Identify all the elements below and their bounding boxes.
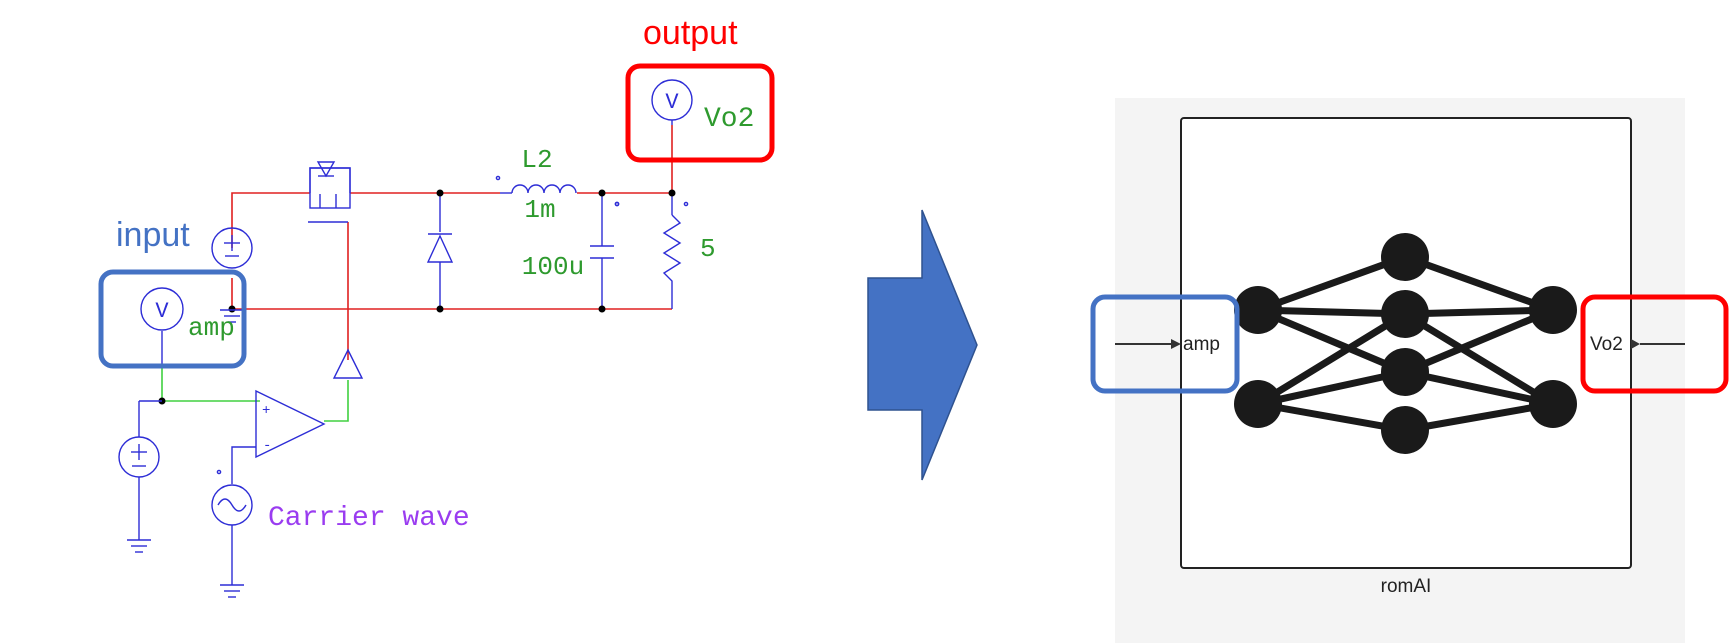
input-voltmeter-icon: V: [140, 287, 184, 331]
neuron: [1234, 286, 1282, 334]
dc-source-icon: [211, 227, 253, 323]
rom-block-frame[interactable]: [1180, 117, 1632, 569]
svg-text:-: -: [263, 438, 271, 454]
output-voltmeter-symbol: V: [665, 90, 679, 115]
input-meter-name: amp: [188, 313, 235, 343]
reference-source-icon: [118, 400, 162, 553]
gate-buffer-icon: [332, 348, 364, 379]
output-port[interactable]: Vo2: [1590, 334, 1685, 355]
output-callout-label: output: [643, 14, 738, 52]
input-highlight-box: [98, 269, 247, 369]
neuron: [1529, 286, 1577, 334]
input-callout-label: input: [116, 216, 190, 254]
carrier-source-icon: [211, 469, 253, 598]
output-voltmeter-icon: V: [651, 79, 693, 125]
resistor-icon: [662, 201, 689, 288]
neuron: [1529, 380, 1577, 428]
inductor-icon: [495, 175, 577, 194]
output-port-label: Vo2: [1590, 334, 1623, 355]
neuron: [1381, 406, 1429, 454]
neuron: [1234, 380, 1282, 428]
junction-dots: [158, 189, 676, 405]
capacitor-icon: [590, 201, 620, 259]
inductor-value: 1m: [524, 195, 555, 225]
output-highlight-box: [625, 63, 775, 163]
input-port-label: amp: [1183, 334, 1220, 355]
inductor-name: L2: [521, 145, 552, 175]
network-neurons: [1234, 233, 1577, 454]
circuit-schematic: V V + -: [98, 14, 775, 598]
rom-block-panel: amp Vo2 romAI: [1090, 98, 1729, 643]
control-wires: [161, 365, 349, 422]
capacitor-value: 100u: [522, 252, 584, 282]
mosfet-switch-icon: [308, 161, 351, 223]
svg-text:+: +: [262, 403, 270, 419]
signal-wires: [161, 193, 673, 365]
network-connections: [1254, 253, 1557, 434]
rom-output-highlight-box: [1580, 294, 1729, 394]
neuron: [1381, 290, 1429, 338]
output-meter-name: Vo2: [704, 104, 754, 135]
rom-block-name: romAI: [1381, 576, 1432, 597]
neuron: [1381, 348, 1429, 396]
carrier-wave-label: Carrier wave: [268, 503, 470, 534]
input-port[interactable]: amp: [1115, 334, 1220, 355]
resistor-value: 5: [700, 234, 716, 264]
conversion-arrow-icon: [867, 209, 978, 481]
power-wires: [231, 125, 673, 360]
neuron: [1381, 233, 1429, 281]
rom-input-highlight-box: [1090, 294, 1240, 394]
comparator-icon: + -: [231, 389, 326, 484]
diode-icon: [426, 233, 454, 263]
input-voltmeter-symbol: V: [155, 299, 169, 324]
